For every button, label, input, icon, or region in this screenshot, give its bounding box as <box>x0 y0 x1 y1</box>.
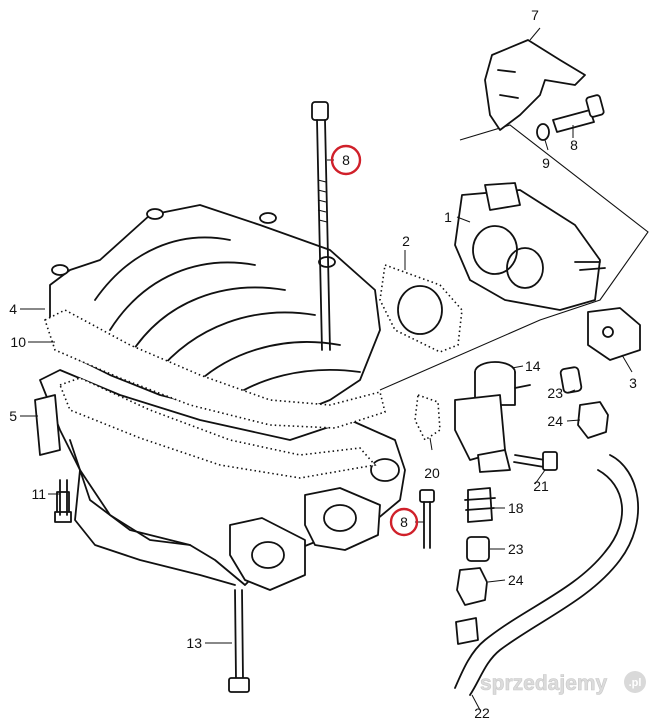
part-label-14: 13 <box>186 635 202 651</box>
bolt-lower <box>419 489 435 549</box>
part-label-24-upper: 24 <box>547 413 563 429</box>
bolt-short-left <box>59 479 68 516</box>
part-label-3: 3 <box>629 375 637 391</box>
part-label-22: 22 <box>474 705 490 720</box>
watermark-badge-text: .pl <box>629 677 642 689</box>
part-label-21: 21 <box>533 478 549 494</box>
part-label-9: 8 <box>342 152 350 168</box>
part-label-1: 1 <box>444 209 452 225</box>
part-label-20: 20 <box>424 465 440 481</box>
bolt-top <box>536 94 605 141</box>
plug-lower <box>466 536 490 562</box>
part-label-8-lower: 8 <box>400 514 408 530</box>
bracket <box>484 39 586 131</box>
watermark-text: sprzedajemy <box>480 672 608 695</box>
part-label-11: 10 <box>10 334 26 350</box>
manifold-gasket-lower <box>58 377 377 479</box>
highlight-circle-8 <box>389 507 419 537</box>
manifold-gasket <box>44 309 386 429</box>
part-label-23-upper: 23 <box>547 385 563 401</box>
control-valve <box>454 361 531 473</box>
part-label-5: 5 <box>9 408 17 424</box>
throttle-body <box>454 182 606 311</box>
valve-bolt <box>513 451 558 471</box>
part-label-10: 9 <box>542 155 550 171</box>
leader-lines <box>20 27 633 711</box>
part-label-19: 18 <box>508 500 524 516</box>
union-fitting <box>464 487 496 523</box>
plug-upper <box>559 366 583 394</box>
part-labels: 7 9 8 1 2 3 4 10 5 11 13 8 8 14 20 21 18… <box>9 7 637 720</box>
long-bolt <box>311 101 331 351</box>
throttle-sensor <box>587 307 641 361</box>
part-label-8-top: 8 <box>570 137 578 153</box>
part-label-24-lower: 24 <box>508 572 524 588</box>
cap-lower <box>456 567 488 606</box>
highlight-circle-9 <box>330 144 362 176</box>
watermark: sprzedajemy .pl <box>480 671 646 695</box>
cap-upper <box>577 401 609 439</box>
watermark-badge <box>624 671 646 693</box>
bolt-long-bottom <box>228 589 250 693</box>
part-label-23-lower: 23 <box>508 541 524 557</box>
part-label-18: 14 <box>525 358 541 374</box>
part-label-2: 2 <box>402 233 410 249</box>
valve-gasket <box>414 393 441 442</box>
part-label-7: 7 <box>531 7 539 23</box>
vacuum-hose <box>454 454 640 696</box>
part-label-4: 4 <box>9 301 17 317</box>
part-label-13: 11 <box>31 486 46 502</box>
throttle-gasket <box>379 263 463 353</box>
